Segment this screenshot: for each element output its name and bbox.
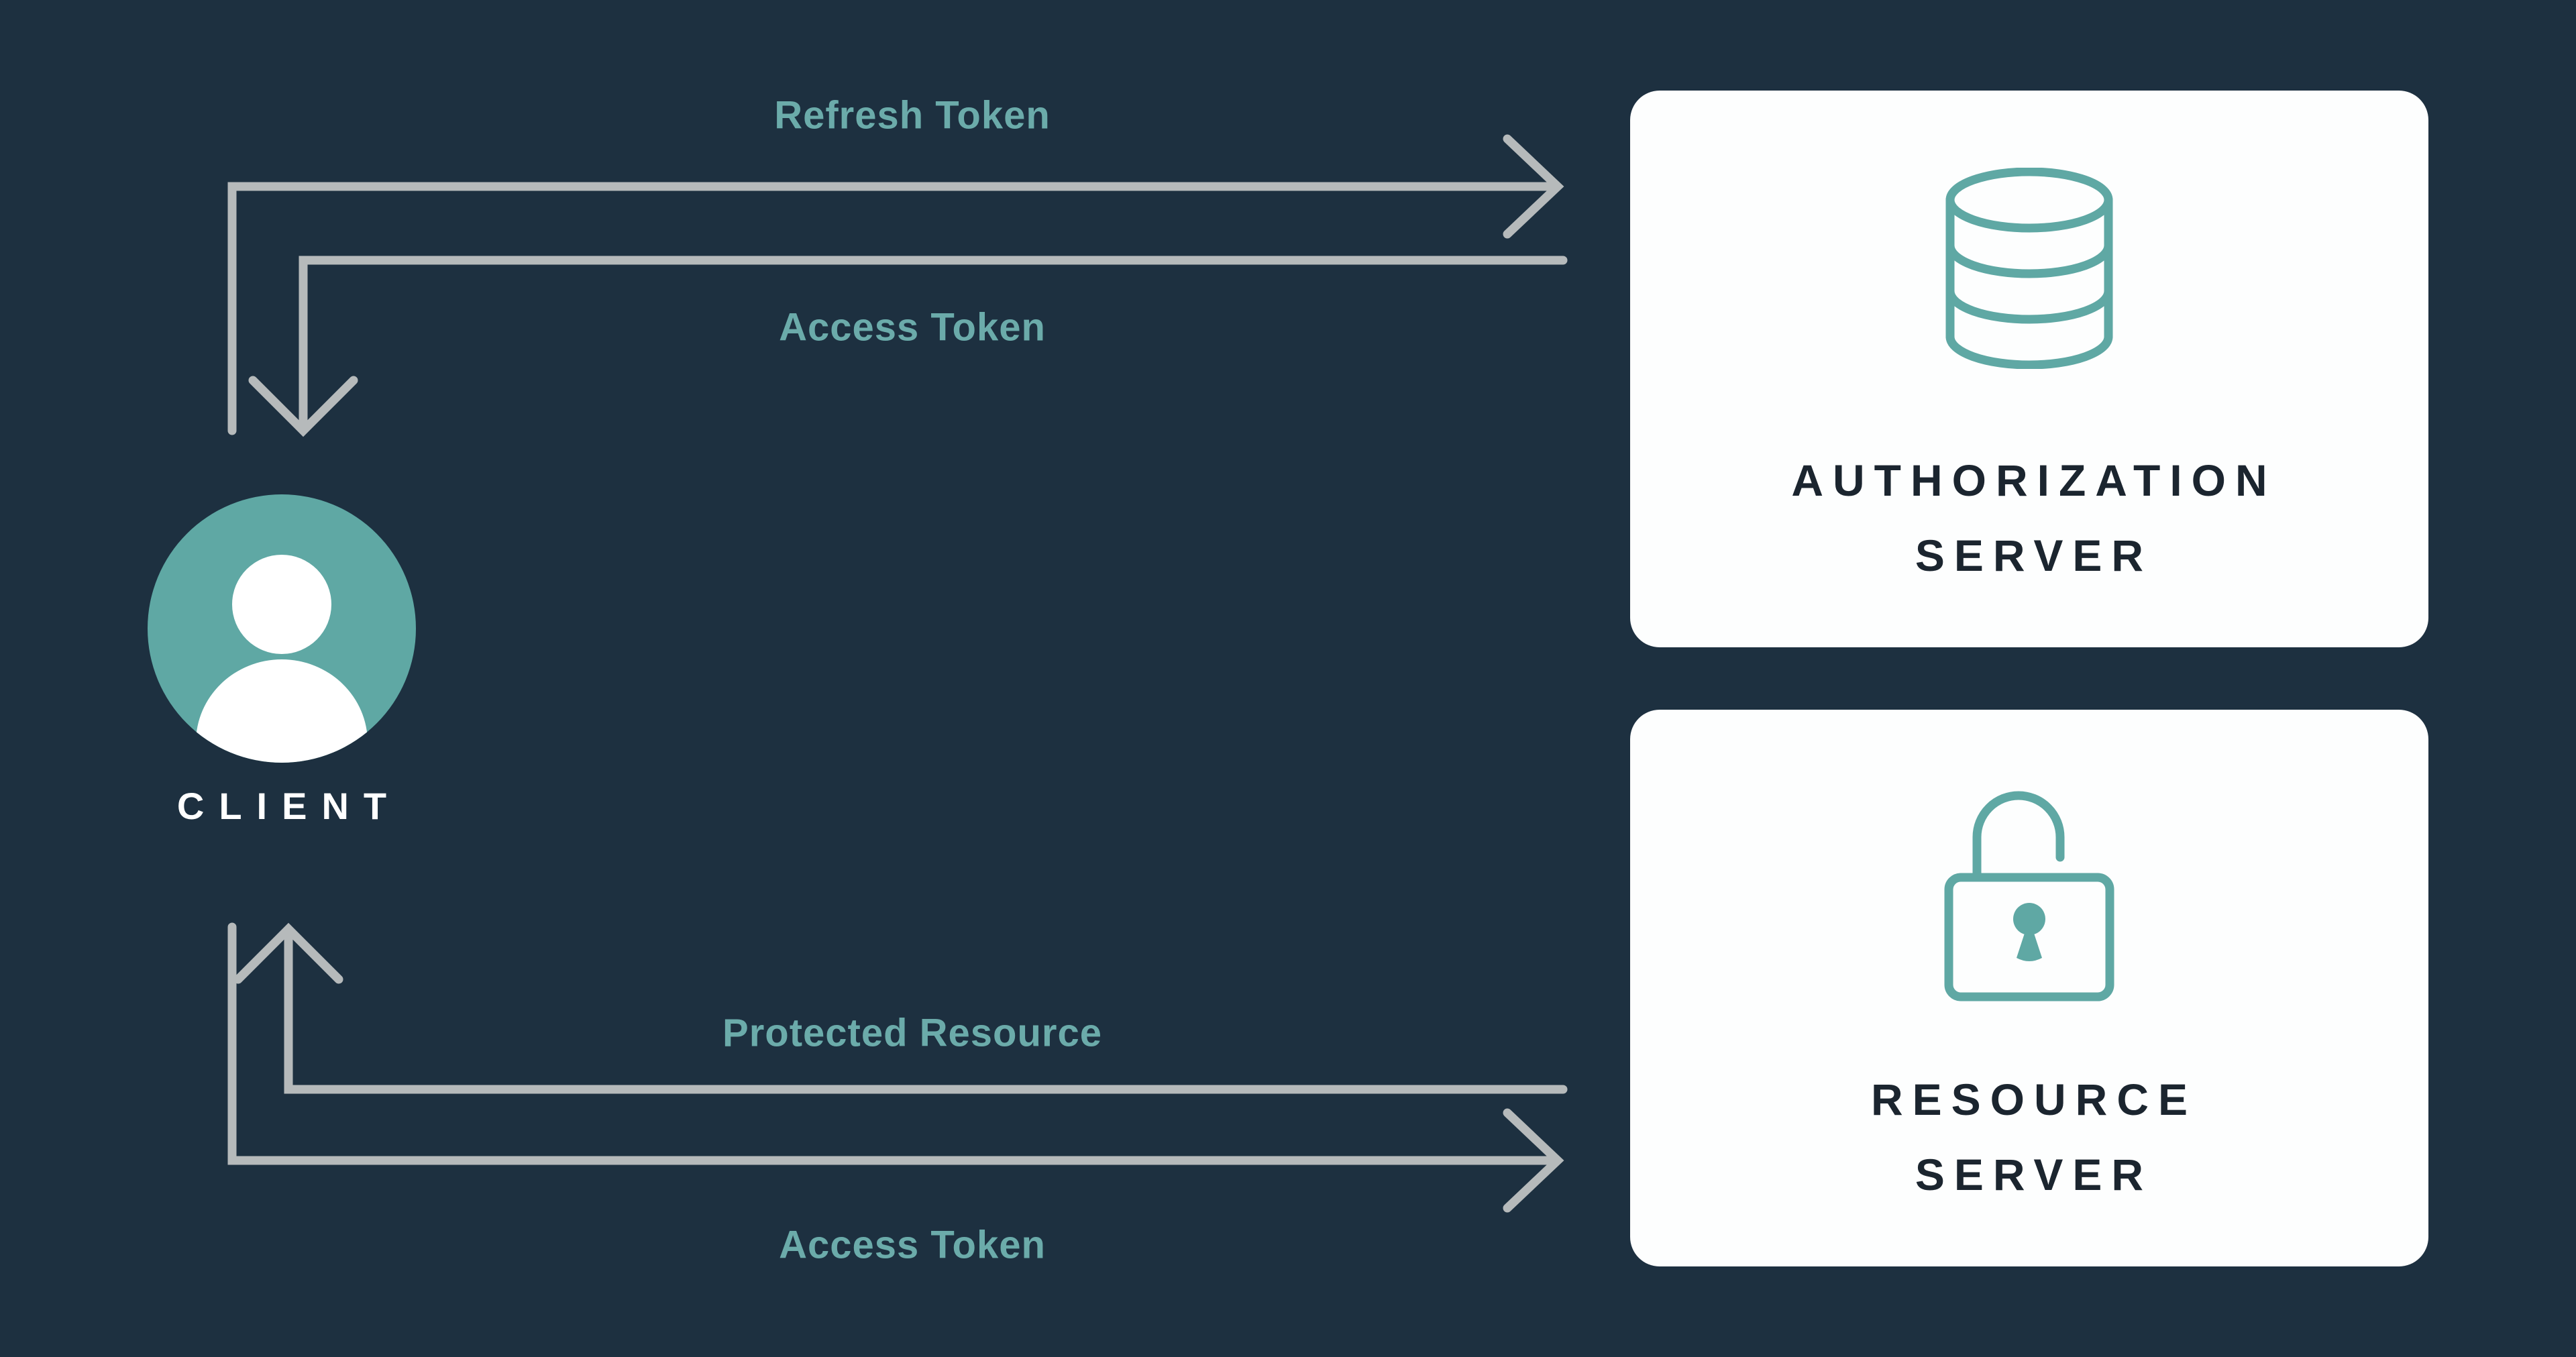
protected-resource-arrow [233,922,1568,1094]
flow-label-access-token-top: Access Token [779,305,1046,349]
flow-label-protected-resource: Protected Resource [722,1011,1102,1055]
client-node: CLIENT [148,494,416,828]
flow-label-refresh-token: Refresh Token [774,93,1051,138]
authorization-server-label-line1: AUTHORIZATION [1791,455,2277,505]
client-label: CLIENT [176,785,402,827]
access-token-bottom-arrow [227,922,1564,1213]
database-icon [1945,168,2113,369]
resource-server-label-line1: RESOURCE [1870,1075,2198,1124]
user-icon [148,494,416,763]
resource-server-label-line2: SERVER [1915,1150,2153,1199]
access-token-top-arrow [248,256,1568,437]
flow-label-access-token-bottom: Access Token [779,1223,1046,1267]
authorization-server-label: AUTHORIZATION SERVER [1630,443,2428,593]
authorization-server-node: AUTHORIZATION SERVER [1630,91,2428,647]
resource-server-node: RESOURCE SERVER [1630,710,2428,1266]
authorization-server-label-line2: SERVER [1915,531,2153,580]
lock-icon [1944,791,2114,1001]
refresh-token-arrow [227,134,1564,435]
resource-server-label: RESOURCE SERVER [1630,1062,2428,1212]
